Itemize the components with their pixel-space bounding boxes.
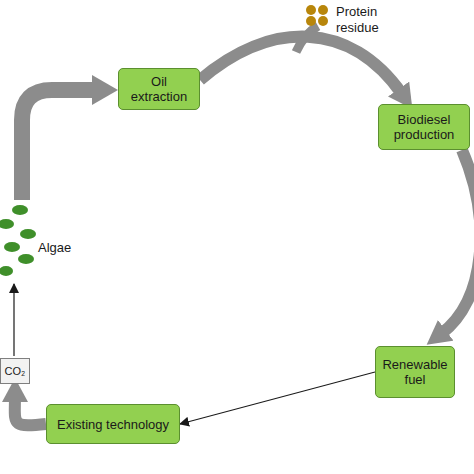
box-text: Biodiesel production: [383, 112, 465, 142]
process-box: Biodiesel production: [378, 104, 470, 150]
box-text: Existing technology: [57, 417, 169, 432]
annotation-label: Algae: [38, 240, 98, 256]
protein-blobs: [306, 5, 328, 26]
flow-arrow: [22, 90, 100, 200]
annotation-label: Protein residue: [336, 4, 406, 36]
flow-connector: [180, 372, 375, 424]
algae-cells: [0, 205, 36, 276]
process-box: Renewable fuel: [375, 346, 455, 398]
flow-connector: [441, 150, 474, 334]
box-text: CO₂: [5, 364, 26, 379]
input-box: CO₂: [0, 358, 30, 384]
flow-connector: [200, 37, 402, 94]
feed-arrow: [13, 284, 14, 356]
box-text: Renewable fuel: [380, 357, 450, 387]
process-box: Existing technology: [46, 404, 180, 444]
box-text: Oil extraction: [123, 74, 195, 104]
process-box: Oil extraction: [118, 68, 200, 110]
flow-connector: [15, 396, 46, 425]
